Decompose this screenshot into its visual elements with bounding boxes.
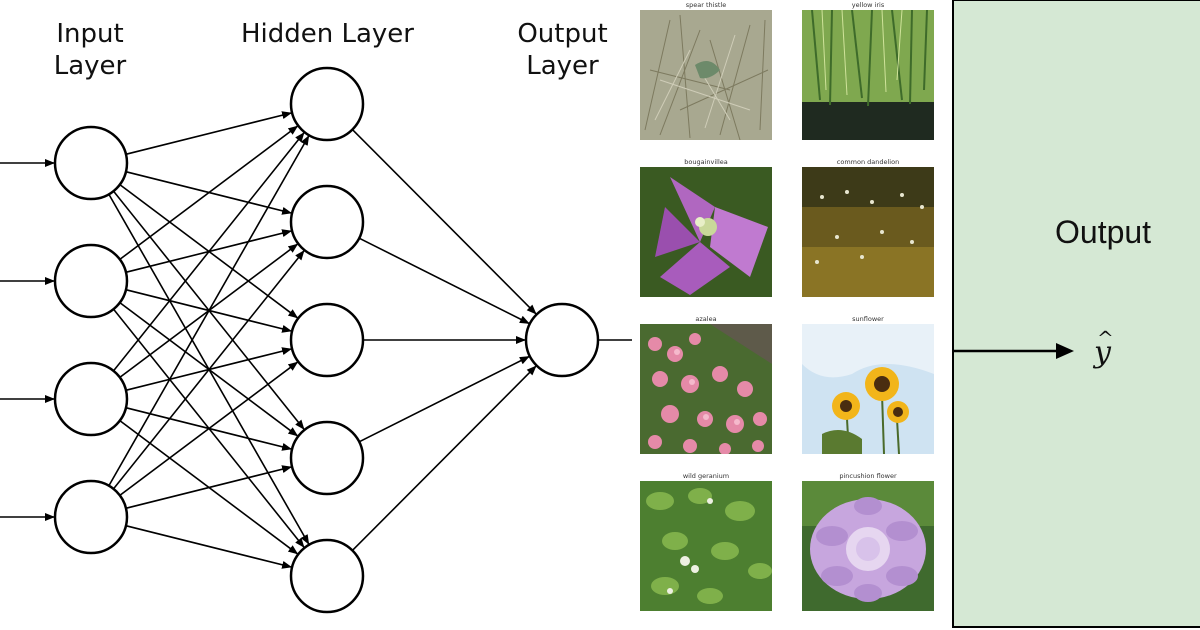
flower-tile: azalea — [640, 314, 772, 454]
connection-edge — [125, 465, 293, 510]
flower-tile: yellow iris — [802, 0, 934, 140]
reeds-photo — [802, 10, 934, 140]
connection-edge — [119, 361, 299, 497]
output-arrow-icon — [954, 343, 1074, 359]
hidden-node — [289, 420, 365, 496]
flower-tile: pincushion flower — [802, 471, 934, 611]
flower-caption: yellow iris — [851, 1, 885, 9]
connection-edge — [351, 128, 537, 315]
connection-edge — [358, 355, 530, 443]
neural-network-diagram — [0, 66, 632, 614]
flower-caption: spear thistle — [685, 1, 727, 9]
grass-photo — [640, 10, 772, 140]
flower-tile: bougainvillea — [640, 157, 772, 297]
connection-edge — [119, 125, 299, 261]
connection-edge — [358, 237, 530, 325]
connection-edge — [112, 132, 305, 372]
input-layer-label: Input Layer — [53, 19, 127, 81]
output-layer-label: Output Layer — [517, 19, 608, 81]
connection-edge — [125, 524, 293, 569]
hidden-node — [289, 302, 365, 378]
output-title: Output — [1055, 214, 1152, 250]
flower-caption: common dandelion — [836, 158, 900, 166]
input-node — [53, 479, 129, 555]
connection-edge — [108, 135, 310, 487]
y-hat-symbol: y — [1094, 335, 1111, 370]
connection-edge — [112, 250, 305, 490]
flower-caption: pincushion flower — [839, 472, 897, 480]
output-node — [524, 302, 600, 378]
meadow-photo — [802, 167, 934, 297]
flower-caption: bougainvillea — [684, 158, 728, 166]
flower-tile: common dandelion — [802, 157, 934, 297]
input-node — [53, 125, 129, 201]
green-leaves-photo — [640, 481, 772, 611]
hidden-node — [289, 66, 365, 142]
y-hat-accent: ^ — [1097, 326, 1114, 350]
input-node — [53, 243, 129, 319]
hidden-layer-label: Hidden Layer — [240, 19, 414, 49]
flower-caption: azalea — [695, 315, 717, 323]
output-panel — [952, 0, 1200, 628]
flower-caption: wild geranium — [682, 472, 730, 480]
connection-edge — [125, 111, 293, 156]
hidden-node — [289, 184, 365, 260]
input-node — [53, 361, 129, 437]
flower-caption: sunflower — [852, 315, 884, 323]
pink-shrub-photo — [640, 324, 772, 454]
sunflower-photo — [802, 324, 934, 454]
lavender-flower-photo — [802, 481, 934, 611]
hidden-node — [289, 538, 365, 614]
flower-tile: spear thistle — [640, 0, 772, 140]
pink-flower-photo — [640, 167, 772, 297]
flower-image-grid: spear thistle yellow iris bougainvillea — [630, 0, 950, 630]
flower-tile: wild geranium — [640, 471, 772, 611]
connection-edge — [351, 365, 537, 552]
flower-tile: sunflower — [802, 314, 934, 454]
